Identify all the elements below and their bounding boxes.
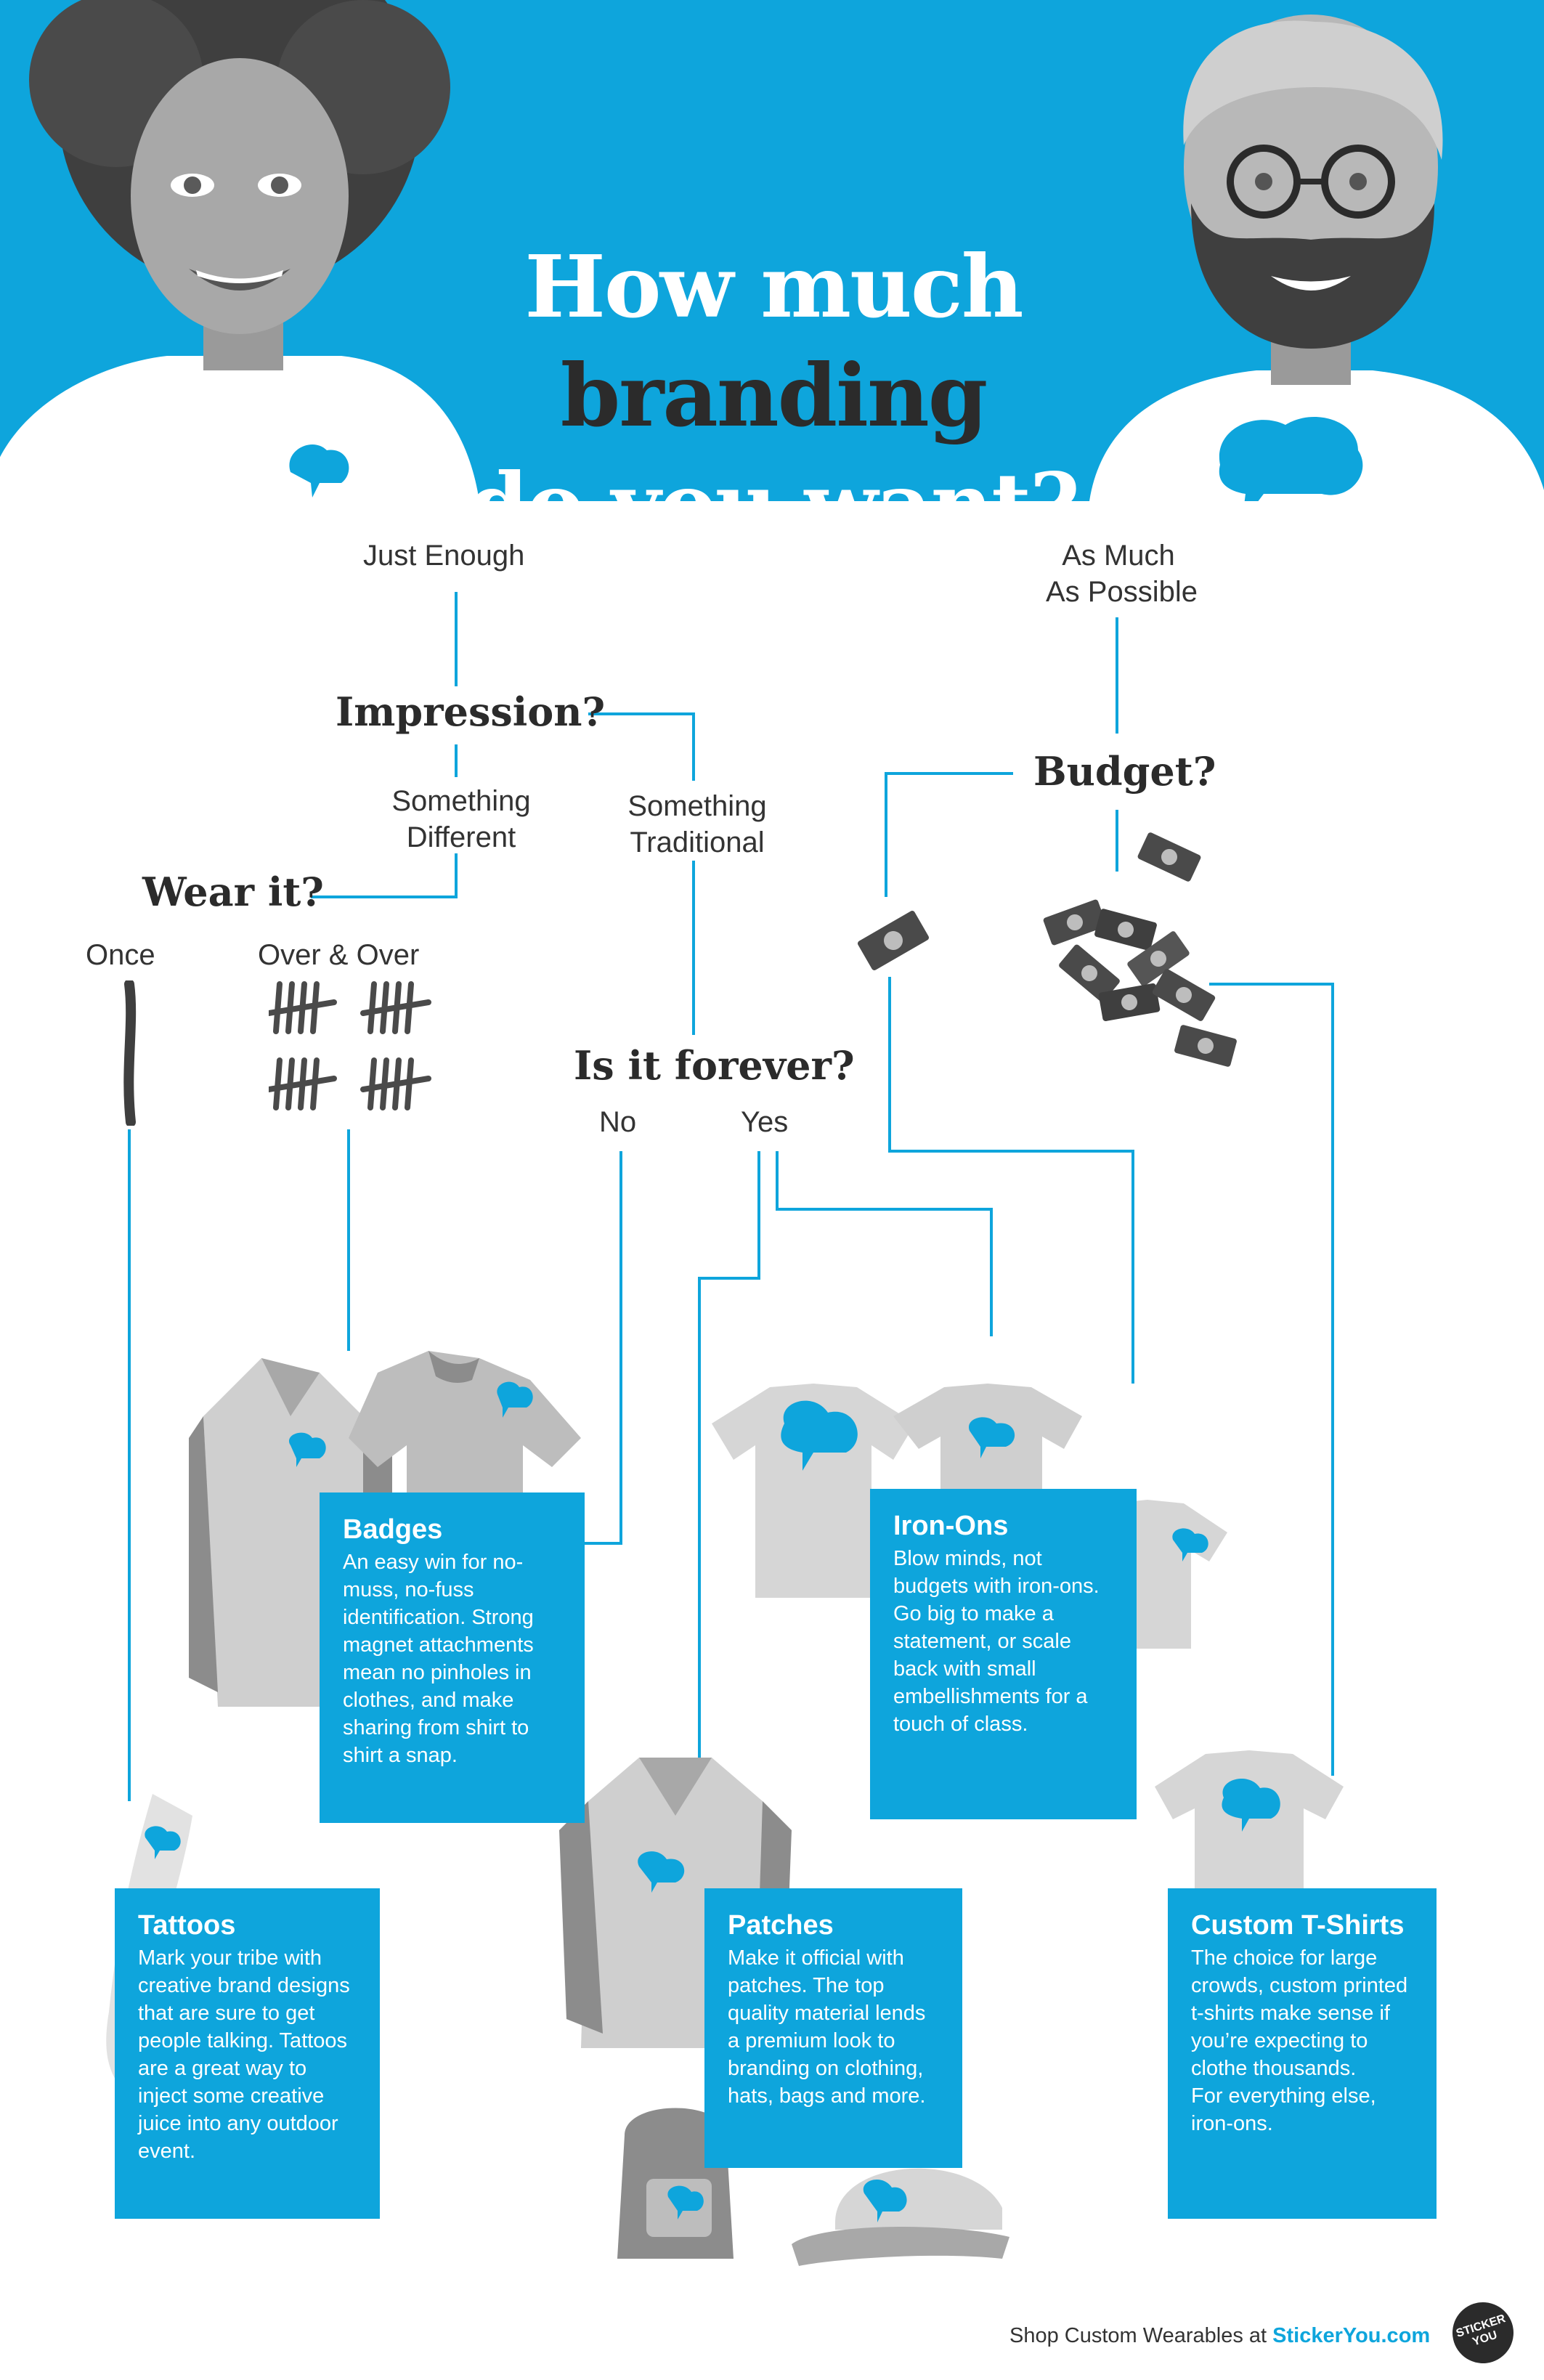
as-much-line-2: As Possible — [1046, 576, 1198, 608]
custom-tshirts-description: The choice for large crowds, custom prin… — [1191, 1946, 1408, 2080]
tattoos-title: Tattoos — [138, 1910, 236, 1941]
title-text: How much — [524, 236, 1023, 337]
something-traditional-line-2: Traditional — [630, 826, 765, 858]
patches-title: Patches — [728, 1910, 834, 1941]
no-label: No — [599, 1106, 637, 1138]
woman-illustration — [0, 0, 479, 501]
footer-brand-link[interactable]: StickerYou.com — [1272, 2324, 1431, 2347]
badges-description: An easy win for no-muss, no-fuss identif… — [343, 1551, 534, 1767]
something-different-line-2: Different — [406, 821, 516, 853]
iron-ons-title: Iron-Ons — [893, 1511, 1009, 1541]
custom-tshirts-note: For everything else, iron-ons. — [1191, 2084, 1376, 2135]
title-line-2: do you want? — [468, 454, 1080, 501]
tally-marks-icon — [269, 981, 431, 1110]
budget-question: Budget? — [1033, 748, 1216, 795]
once-label: Once — [86, 939, 155, 971]
hero-banner: How much branding do you want? — [0, 0, 1544, 501]
footer-text: Shop Custom Wearables at StickerYou.com — [1009, 2324, 1430, 2348]
tattoos-description: Mark your tribe with creative brand desi… — [138, 1946, 350, 2163]
iron-ons-description: Blow minds, not budgets with iron-ons. G… — [893, 1547, 1100, 1736]
custom-tshirts-title: Custom T-Shirts — [1191, 1910, 1405, 1941]
patches-description: Make it official with patches. The top q… — [728, 1946, 926, 2108]
money-bill-icon — [857, 911, 930, 970]
money-pile-icon — [1043, 832, 1237, 1067]
something-different-label: Something Different — [378, 783, 545, 856]
single-tally-icon — [123, 980, 137, 1126]
wear-it-question: Wear it? — [142, 869, 324, 915]
something-different-line-1: Something — [391, 785, 531, 817]
something-traditional-label: Something Traditional — [610, 788, 784, 861]
man-illustration — [1089, 15, 1544, 501]
footer-label: Shop Custom Wearables at — [1009, 2324, 1273, 2347]
over-and-over-label: Over & Over — [258, 939, 420, 971]
title-accent: branding — [560, 345, 988, 446]
cap-illustration — [792, 2168, 1009, 2266]
as-much-line-1: As Much — [1062, 540, 1175, 572]
custom-tshirts-box: Custom T-Shirts The choice for large cro… — [1168, 1888, 1437, 2219]
forever-question: Is it forever? — [574, 1042, 855, 1089]
yes-label: Yes — [741, 1106, 789, 1138]
just-enough-label: Just Enough — [363, 540, 525, 572]
page-title: How much branding do you want? — [320, 232, 1227, 501]
iron-ons-box: Iron-Ons Blow minds, not budgets with ir… — [870, 1489, 1137, 1819]
custom-tshirt-illustration — [1155, 1750, 1344, 1910]
badges-title: Badges — [343, 1514, 443, 1545]
tattoos-box: Tattoos Mark your tribe with creative br… — [115, 1888, 380, 2219]
something-traditional-line-1: Something — [627, 790, 767, 822]
as-much-label: As Much As Possible — [1046, 537, 1198, 610]
badges-box: Badges An easy win for no-muss, no-fuss … — [320, 1492, 585, 1823]
impression-question: Impression? — [336, 689, 606, 735]
patches-box: Patches Make it official with patches. T… — [704, 1888, 962, 2168]
